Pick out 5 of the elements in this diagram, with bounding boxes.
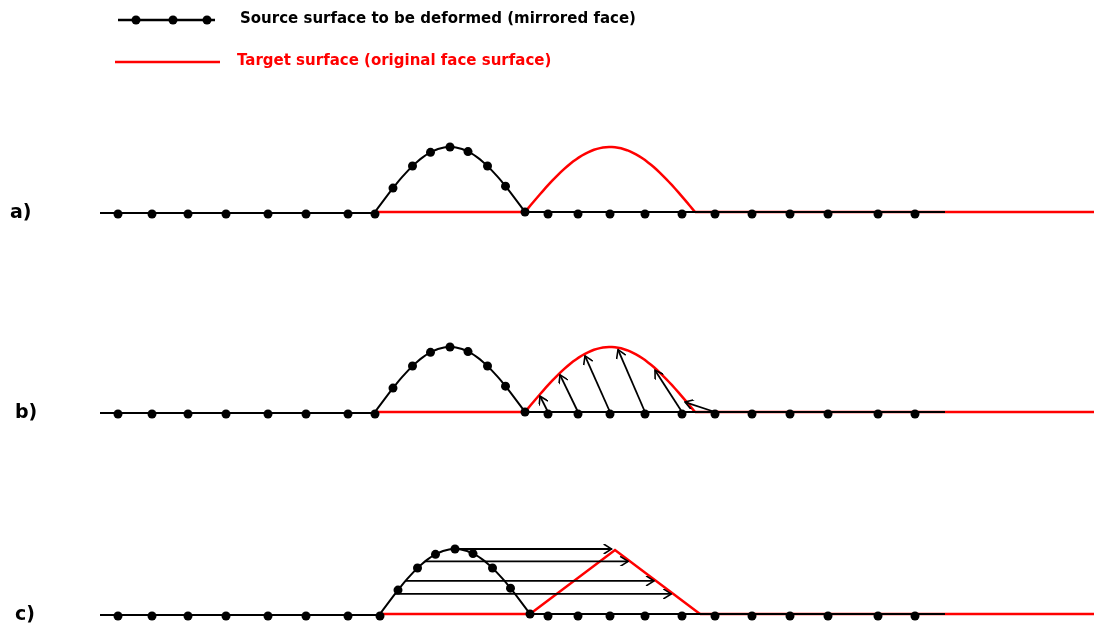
panel-label: c)	[15, 602, 35, 624]
panel-label: b)	[15, 400, 38, 422]
legend-text: Target surface (original face surface)	[237, 51, 552, 69]
panel-label: a)	[10, 200, 32, 222]
legend-text: Source surface to be deformed (mirrored face)	[240, 9, 636, 27]
